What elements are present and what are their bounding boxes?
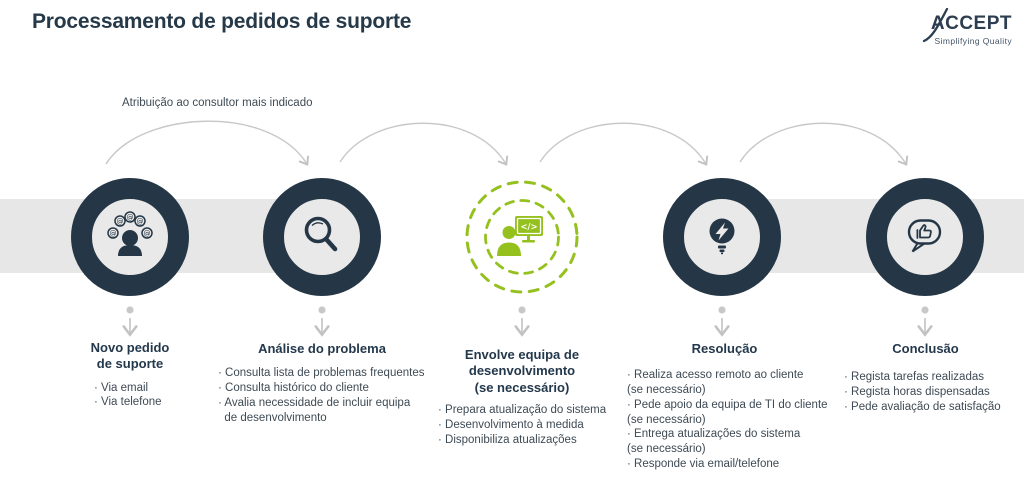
step-bullets: · Realiza acesso remoto ao cliente (se ne… xyxy=(627,368,828,471)
bullet-item: · Responde via email/telefone xyxy=(627,457,780,470)
svg-text:@: @ xyxy=(127,214,134,222)
down-connector-4 xyxy=(714,306,730,337)
step-title: Análise do problema xyxy=(258,341,386,356)
developer-screen-icon: </> xyxy=(497,216,543,256)
person-mentions-icon: @@@ @@ xyxy=(107,211,153,256)
step-block-novo-pedido: Novo pedido de suporte · Via email· Via … xyxy=(66,340,194,410)
step-block-envolve-equipa: Envolve equipa de desenvolvimento (se ne… xyxy=(432,347,612,447)
bullet-item: · Entrega atualizações do sistema xyxy=(627,428,801,441)
curved-arrow-3 xyxy=(539,122,709,166)
bullet-item: · Via telefone xyxy=(94,396,162,409)
bullet-item: · Via email xyxy=(94,381,149,394)
logo-tagline: Simplifying Quality xyxy=(934,36,1012,46)
svg-text:@: @ xyxy=(137,218,144,226)
thumbs-up-bubble-icon xyxy=(907,219,942,253)
down-connector-1 xyxy=(122,306,138,337)
step-title: Envolve equipa de desenvolvimento (se ne… xyxy=(464,347,580,395)
logo-wordmark: ACCEPT xyxy=(922,8,1012,43)
svg-text:</>: </> xyxy=(520,223,537,233)
step-block-resolucao: Resolução · Realiza acesso remoto ao cli… xyxy=(622,341,828,471)
bullet-item: · Realiza acesso remoto ao cliente xyxy=(627,369,804,382)
bullet-item: · Pede apoio da equipa de TI do cliente xyxy=(627,398,828,411)
curved-arrow-2 xyxy=(339,122,509,166)
down-connector-3 xyxy=(514,306,530,337)
assignment-annotation: Atribuição ao consultor mais indicado xyxy=(122,97,313,109)
svg-text:@: @ xyxy=(110,230,117,238)
svg-text:@: @ xyxy=(117,218,124,226)
magnifier-icon xyxy=(304,216,338,252)
lightbulb-bolt-icon xyxy=(709,218,735,255)
bullet-item: · Regista tarefas realizadas xyxy=(844,371,984,384)
bullet-item: · Avalia necessidade de incluir equipa xyxy=(218,396,411,409)
logo-text: ACCEPT xyxy=(930,13,1012,34)
step-title: Conclusão xyxy=(892,341,959,356)
step-bullets: · Prepara atualização do sistema· Desenv… xyxy=(438,403,612,447)
down-connector-5 xyxy=(917,306,933,337)
bullet-item: · Prepara atualização do sistema xyxy=(438,404,607,417)
bullet-item: (se necessário) xyxy=(627,384,706,397)
step-bullets: · Consulta lista de problemas frequentes… xyxy=(218,366,430,425)
bullet-item: de desenvolvimento xyxy=(218,411,327,424)
step-bullets: · Regista tarefas realizadas · Regista ho… xyxy=(844,370,1013,414)
step-title: Novo pedido de suporte xyxy=(90,340,170,372)
step-title: Resolução xyxy=(691,341,758,356)
bullet-item: (se necessário) xyxy=(627,413,706,426)
curved-arrow-1 xyxy=(105,120,310,166)
bullet-item: · Consulta histórico do cliente xyxy=(218,382,369,395)
accept-logo: ACCEPT Simplifying Quality xyxy=(916,8,1012,46)
dashed-circle-ring xyxy=(465,180,579,294)
step-bullets: · Via email · Via telefone xyxy=(94,381,194,410)
svg-text:@: @ xyxy=(144,230,151,238)
bullet-item: · Desenvolvimento à medida xyxy=(438,418,584,431)
bullet-item: · Regista horas dispensadas xyxy=(844,386,990,399)
step-block-conclusao: Conclusão · Regista tarefas realizadas· … xyxy=(838,341,1013,415)
step-block-analise: Análise do problema · Consulta lista de … xyxy=(214,341,430,425)
curved-arrow-4 xyxy=(739,122,909,166)
logo-check-icon xyxy=(922,8,949,43)
bullet-item: · Pede avaliação de satisfação xyxy=(844,400,1001,413)
bullet-item: · Disponibiliza atualizações xyxy=(438,433,577,446)
down-connector-2 xyxy=(314,306,330,337)
bullet-item: · Consulta lista de problemas frequentes xyxy=(218,367,425,380)
bullet-item: (se necessário) xyxy=(627,442,706,455)
page-title: Processamento de pedidos de suporte xyxy=(32,10,412,33)
